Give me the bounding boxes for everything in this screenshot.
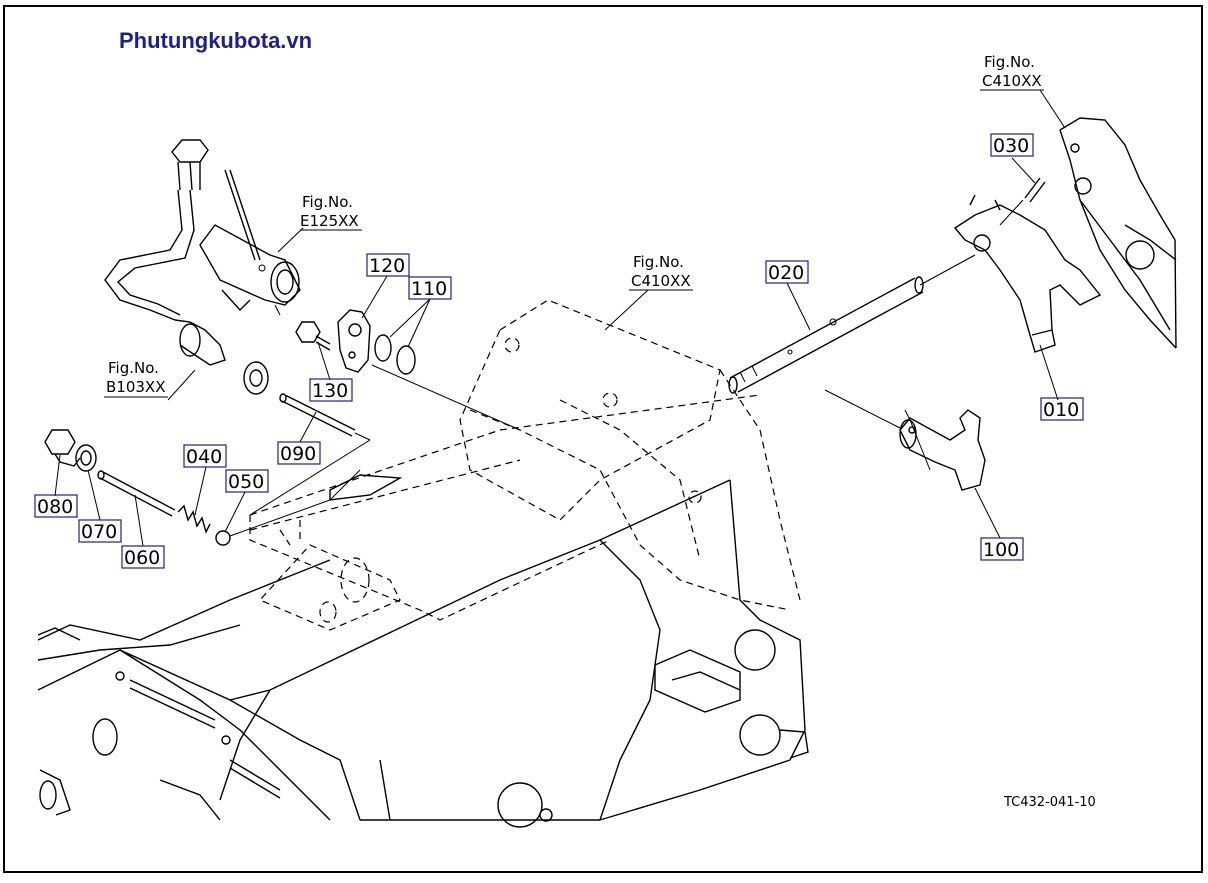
figref-e125-top: Fig.No. [302, 193, 353, 211]
plate-and-bolt [295, 309, 521, 431]
sensor-assembly [104, 139, 226, 401]
right-housing [1059, 117, 1177, 349]
shaft-020 [728, 254, 976, 394]
part-label-060: 060 [124, 547, 160, 569]
spring-pin-030 [999, 177, 1046, 226]
figref-c410-center-bottom: C410XX [631, 272, 691, 290]
drawing-code: TC432-041-10 [1003, 795, 1096, 810]
part-label-070: 070 [81, 521, 117, 543]
diagram-border [3, 5, 1203, 873]
figref-b103-top: Fig.No. [108, 359, 159, 377]
transmission-case [37, 299, 809, 828]
figref-b103-bottom: B103XX [106, 378, 165, 396]
collar-rod-090 [243, 361, 371, 441]
part-label-010: 010 [1043, 399, 1079, 421]
part-label-120: 120 [369, 255, 405, 277]
shift-fork-010 [953, 194, 1102, 353]
shift-lever-100 [824, 389, 986, 491]
figref-c410-right-top: Fig.No. [984, 53, 1035, 71]
figure-references: Fig.No. E125XX Fig.No. B103XX Fig.No. C4… [104, 53, 1044, 398]
part-label-040: 040 [186, 446, 222, 468]
part-label-080: 080 [37, 496, 73, 518]
part-label-110: 110 [411, 278, 447, 300]
part-label-130: 130 [312, 380, 348, 402]
part-labels: 030 020 010 100 120 110 130 090 040 050 … [34, 133, 1084, 569]
part-label-050: 050 [228, 471, 264, 493]
figref-e125-bottom: E125XX [300, 212, 359, 230]
part-label-020: 020 [768, 262, 804, 284]
figref-c410-center-top: Fig.No. [633, 253, 684, 271]
brand-watermark: Phutungkubota.vn [119, 28, 313, 53]
o-rings-110 [374, 334, 416, 375]
sleeve-assembly [199, 169, 301, 316]
part-label-090: 090 [280, 443, 316, 465]
part-label-100: 100 [983, 539, 1019, 561]
detent-parts [44, 429, 361, 546]
part-label-030: 030 [993, 135, 1029, 157]
leader-lines [54, 89, 1066, 547]
figref-c410-right-bottom: C410XX [982, 72, 1042, 90]
